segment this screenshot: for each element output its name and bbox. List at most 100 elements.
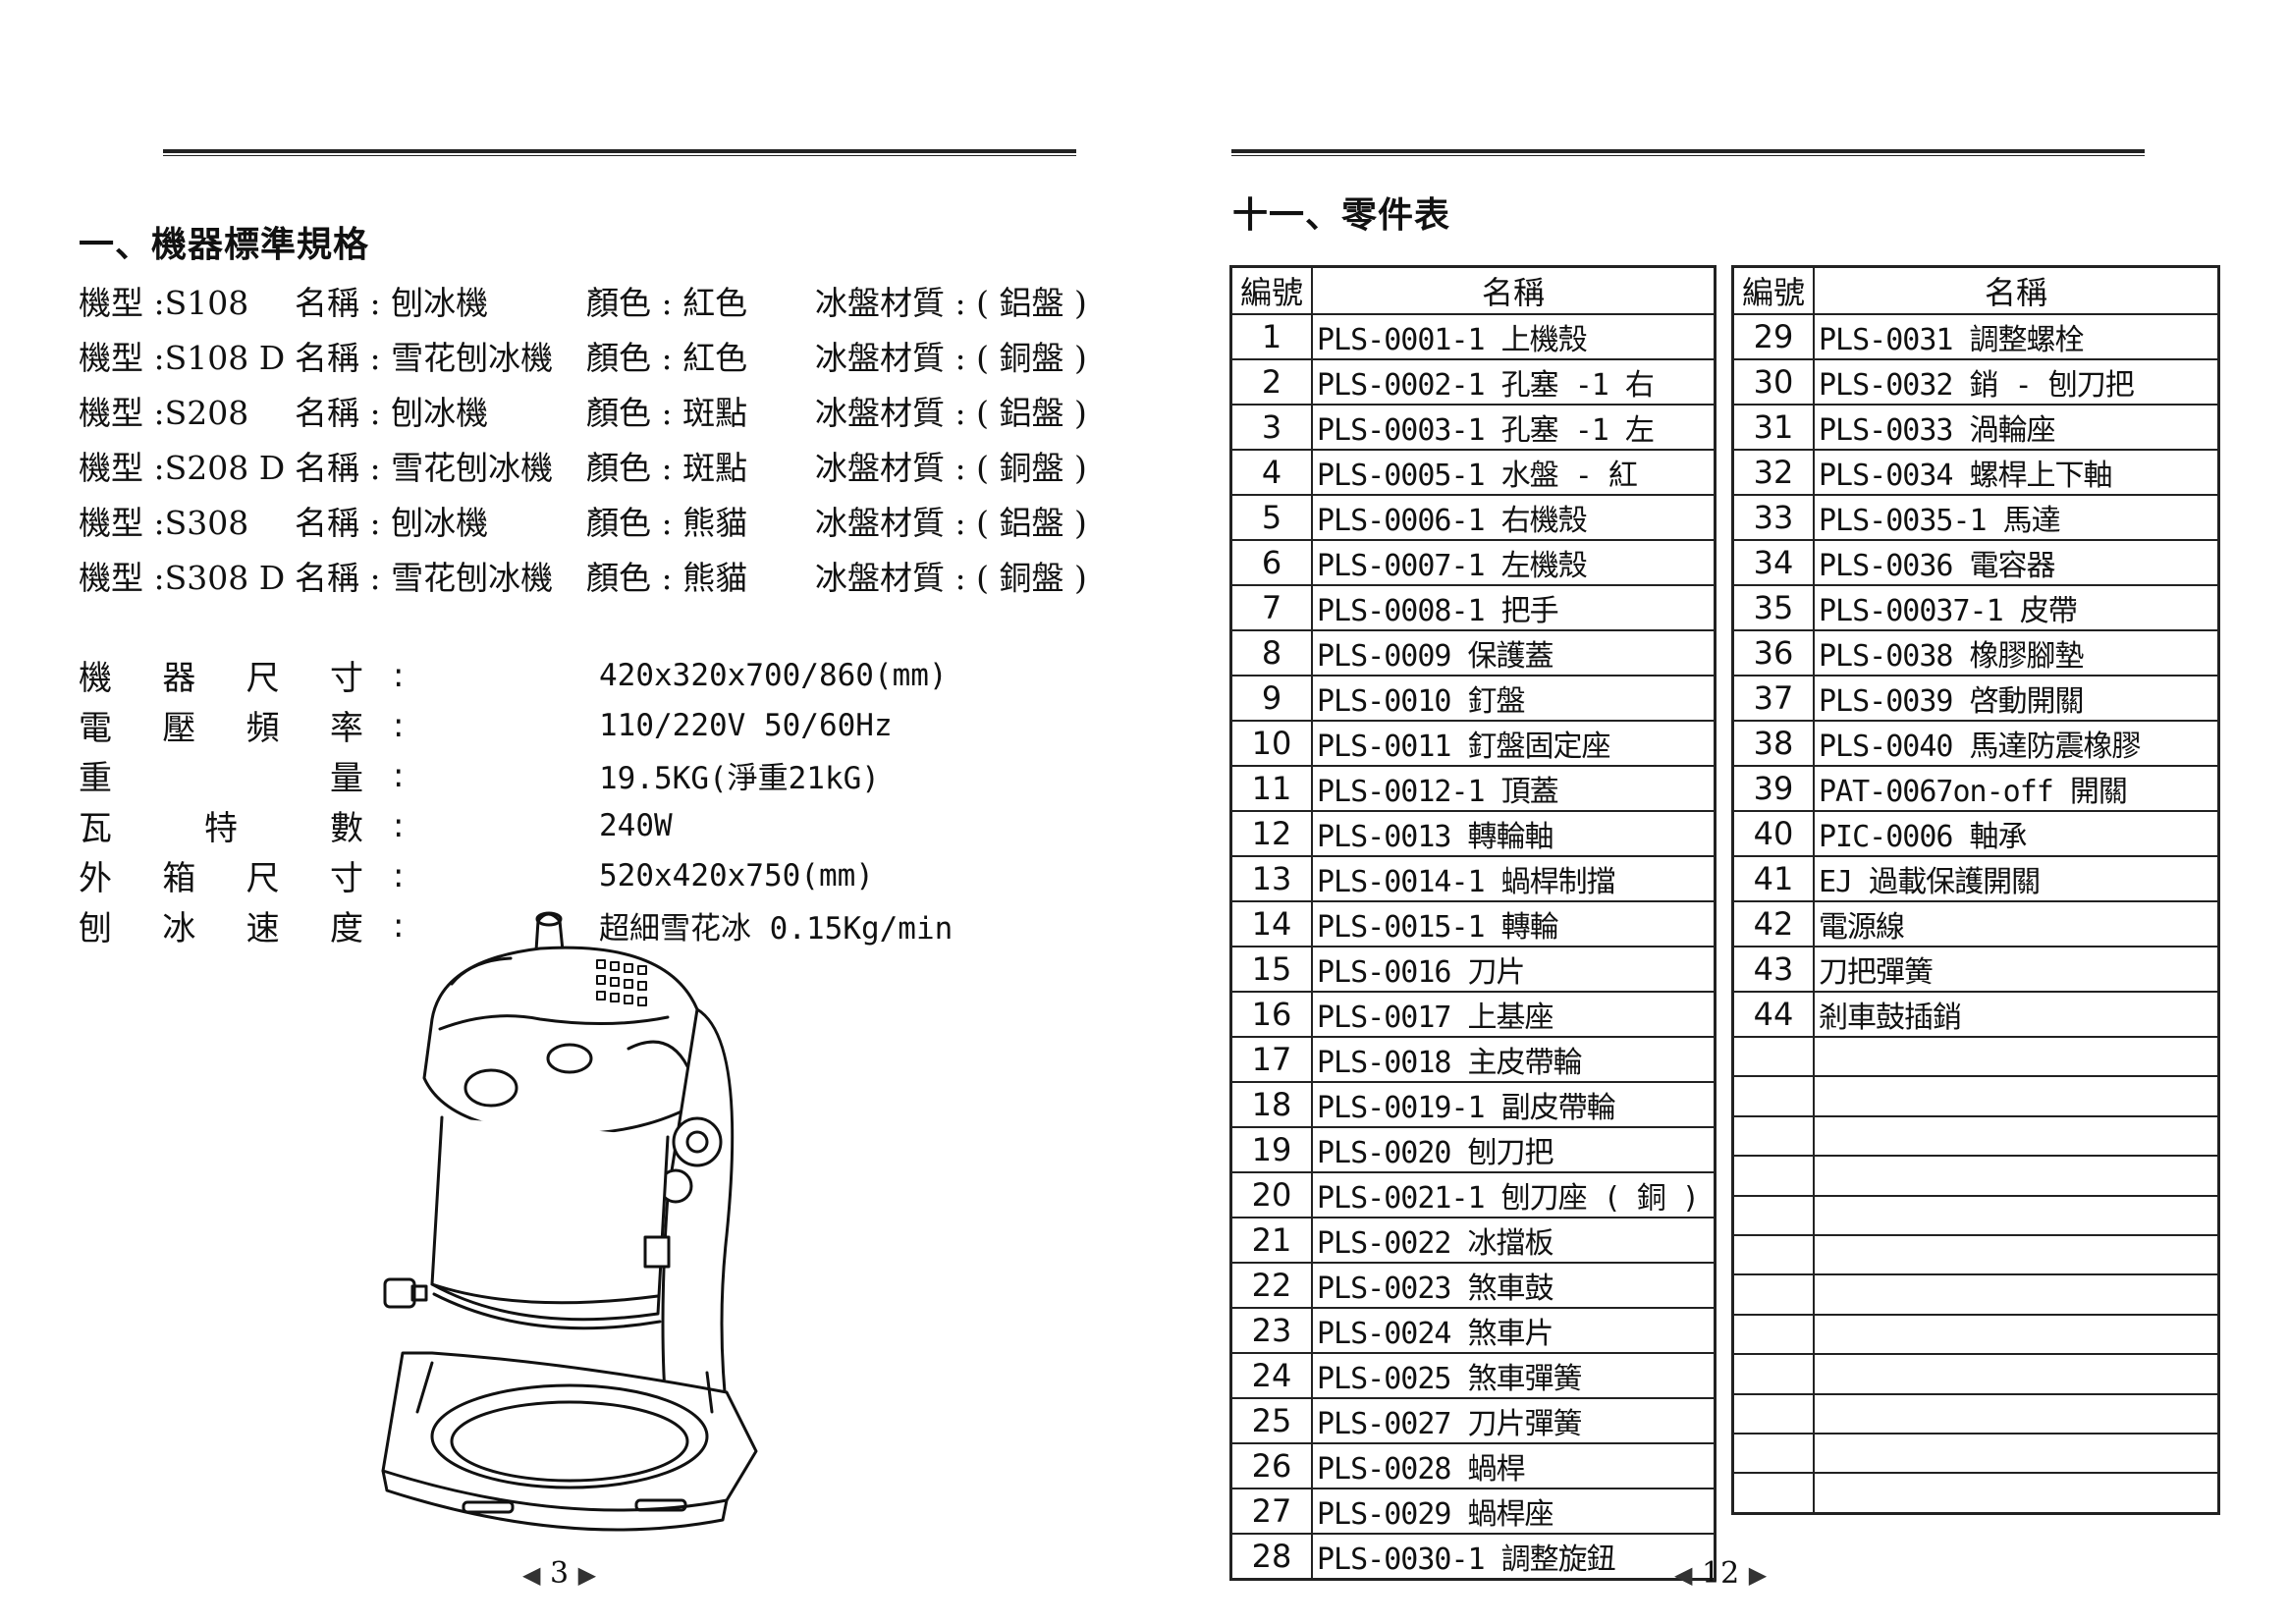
- spec-label-cell: 瓦特數: [79, 800, 393, 850]
- triangle-left-icon: ◀: [522, 1561, 541, 1589]
- spec-label-cell: 刨冰速度: [79, 900, 393, 950]
- spec-row: 刨冰速度: 超細雪花冰 0.15Kg/min: [79, 900, 1061, 950]
- part-number: 23: [1229, 1307, 1313, 1354]
- column-header-name: 名稱: [1813, 265, 2220, 315]
- part-number: 17: [1229, 1036, 1313, 1083]
- spec-colon: :: [393, 855, 405, 895]
- model-code: 機型 :S308 D: [79, 559, 286, 597]
- part-name: PLS-0008-1 把手: [1311, 584, 1717, 631]
- part-name: PLS-0024 煞車片: [1311, 1307, 1717, 1354]
- column-header-number: 編號: [1229, 265, 1313, 315]
- model-color: 顏色 : 熊貓: [586, 559, 748, 597]
- part-name: PLS-0036 電容器: [1813, 539, 2220, 586]
- part-name: 刀把彈簧: [1813, 946, 2220, 993]
- part-number: 22: [1229, 1262, 1313, 1309]
- part-number: 38: [1731, 720, 1815, 767]
- part-number: 21: [1229, 1217, 1313, 1264]
- part-number: 37: [1731, 675, 1815, 722]
- blank-cell: [1731, 1353, 1815, 1395]
- part-name: PLS-0006-1 右機殼: [1311, 494, 1717, 541]
- spec-colon: :: [393, 705, 405, 745]
- model-material: 冰盤材質 : ( 銅盤 ): [815, 559, 1087, 597]
- part-name: 剎車鼓插銷: [1813, 991, 2220, 1038]
- part-number: 7: [1229, 584, 1313, 631]
- spec-label: 瓦特數: [79, 809, 363, 848]
- part-name: PLS-0028 蝸桿: [1311, 1442, 1717, 1489]
- part-number: 34: [1731, 539, 1815, 586]
- column-header-name: 名稱: [1311, 265, 1717, 315]
- spec-label-cell: 電壓頻率: [79, 700, 393, 750]
- part-name: PLS-0016 刀片: [1311, 946, 1717, 993]
- blank-cell: [1731, 1233, 1815, 1276]
- part-number: 4: [1229, 449, 1313, 496]
- part-number: 12: [1229, 810, 1313, 857]
- part-name: PLS-0038 橡膠腳墊: [1813, 629, 2220, 677]
- part-name: PLS-0003-1 孔塞 -1 左: [1311, 404, 1717, 451]
- part-number: 11: [1229, 765, 1313, 812]
- part-name: PLS-0025 煞車彈簧: [1311, 1352, 1717, 1399]
- blank-row: [1731, 1194, 2220, 1236]
- model-name: 名稱 : 刨冰機: [295, 394, 489, 432]
- column-header-number: 編號: [1731, 265, 1815, 315]
- spec-value: 420x320x700/860(mm): [599, 657, 948, 693]
- spec-label-cell: 機器尺寸: [79, 650, 393, 700]
- part-name: PLS-0005-1 水盤 - 紅: [1311, 449, 1717, 496]
- part-name: PLS-0034 螺桿上下軸: [1813, 449, 2220, 496]
- part-number: 1: [1229, 313, 1313, 360]
- part-number: 18: [1229, 1081, 1313, 1128]
- blank-cell: [1731, 1155, 1815, 1197]
- blank-cell: [1731, 1273, 1815, 1316]
- part-number: 6: [1229, 539, 1313, 586]
- top-rule: [1231, 149, 2145, 156]
- spec-value: 19.5KG(淨重21kG): [599, 761, 880, 796]
- top-rule: [163, 149, 1076, 156]
- page-number: ◀ 12 ▶: [1674, 1556, 1768, 1591]
- spec-colon: :: [393, 905, 405, 946]
- part-number: 2: [1229, 358, 1313, 406]
- blank-row: [1731, 1353, 2220, 1395]
- blank-cell: [1813, 1194, 2220, 1236]
- part-name: PLS-0009 保護蓋: [1311, 629, 1717, 677]
- part-number: 28: [1229, 1533, 1313, 1581]
- blank-cell: [1731, 1035, 1815, 1078]
- part-number: 20: [1229, 1171, 1313, 1218]
- part-name: PLS-0027 刀片彈簧: [1311, 1397, 1717, 1444]
- spec-value: 超細雪花冰 0.15Kg/min: [599, 911, 954, 947]
- part-number: 19: [1229, 1126, 1313, 1173]
- part-name: PLS-0030-1 調整旋鈕: [1311, 1533, 1717, 1581]
- part-number: 32: [1731, 449, 1815, 496]
- part-name: PLS-0022 冰擋板: [1311, 1217, 1717, 1264]
- part-number: 13: [1229, 855, 1313, 902]
- blank-row: [1731, 1114, 2220, 1158]
- page-number: ◀ 3 ▶: [522, 1556, 597, 1591]
- part-number: 10: [1229, 720, 1313, 767]
- spec-label: 刨冰速度: [79, 909, 363, 948]
- part-name: PLS-0023 煞車鼓: [1311, 1262, 1717, 1309]
- model-name: 名稱 : 雪花刨冰機: [295, 559, 554, 597]
- part-name: PIC-0006 軸承: [1813, 810, 2220, 857]
- blank-cell: [1813, 1472, 2220, 1515]
- model-material: 冰盤材質 : ( 銅盤 ): [815, 449, 1087, 487]
- part-name: PLS-00037-1 皮帶: [1813, 584, 2220, 631]
- part-number: 14: [1229, 900, 1313, 947]
